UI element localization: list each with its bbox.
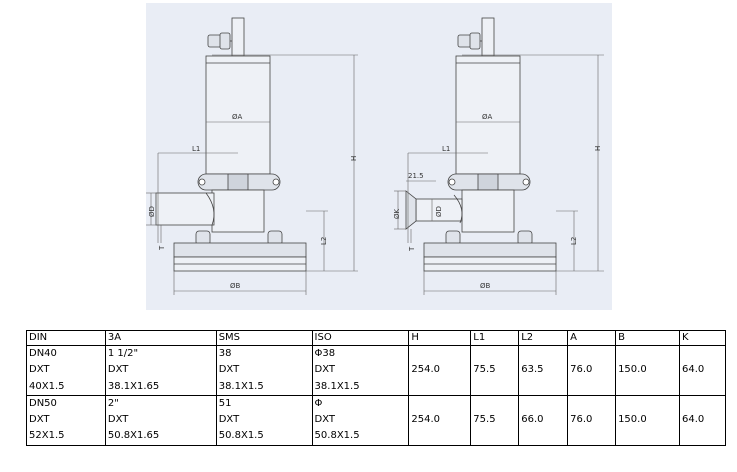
table-row: DN50 DXT 52X1.5 2" DXT 50.8X1.65 51 DXT … [26, 394, 727, 446]
cell-b: 150.0 [615, 394, 680, 446]
cell-l1: 75.5 [470, 394, 520, 446]
left-dim-h: H [350, 156, 358, 161]
right-dim-k: ØK [393, 208, 401, 219]
col-header: 3A [104, 330, 217, 346]
left-dim-l1: L1 [192, 145, 200, 153]
cell-b: 150.0 [615, 345, 680, 396]
cell-sms: 38 DXT 38.1X1.5 [215, 345, 313, 396]
cell-din: DN50 DXT 52X1.5 [26, 394, 106, 446]
right-dim-a: ØA [482, 113, 493, 121]
cell-3a: 2" DXT 50.8X1.65 [104, 394, 217, 446]
cell-l1: 75.5 [470, 345, 520, 396]
spec-table: DIN 3A SMS ISO H L1 L2 A B K DN40 DXT 40… [26, 330, 727, 446]
cell-l2: 63.5 [518, 345, 569, 396]
right-dim-l2: L2 [570, 237, 578, 245]
col-header: K [678, 330, 727, 346]
right-dim-d: ØD [435, 206, 443, 217]
left-valve-view: ØA ØB L1 H L2 ØD T [146, 17, 358, 295]
cell-h: 254.0 [408, 394, 472, 446]
right-dim-b: ØB [480, 282, 491, 290]
col-header: ISO [311, 330, 410, 346]
cell-k: 64.0 [678, 394, 727, 446]
col-header: A [567, 330, 617, 346]
cell-din: DN40 DXT 40X1.5 [26, 345, 106, 396]
right-dim-h: H [594, 146, 602, 151]
cell-iso: Φ38 DXT 38.1X1.5 [311, 345, 410, 396]
cell-3a: 1 1/2" DXT 38.1X1.65 [104, 345, 217, 396]
table-header-row: DIN 3A SMS ISO H L1 L2 A B K [26, 330, 727, 346]
left-dim-a: ØA [232, 113, 243, 121]
cell-h: 254.0 [408, 345, 472, 396]
right-dim-21-5: 21.5 [408, 172, 424, 180]
col-header: L2 [518, 330, 569, 346]
cell-sms: 51 DXT 50.8X1.5 [215, 394, 313, 446]
col-header: B [615, 330, 680, 346]
left-dim-d: ØD [148, 206, 156, 217]
col-header: H [408, 330, 472, 346]
cell-a: 76.0 [567, 345, 617, 396]
left-dim-b: ØB [230, 282, 241, 290]
right-valve-view: ØA ØB L1 21.5 H L2 ØK ØD T [393, 17, 604, 295]
col-header: L1 [470, 330, 520, 346]
left-dim-l2: L2 [320, 237, 328, 245]
col-header: DIN [26, 330, 106, 346]
right-dim-l1: L1 [442, 145, 450, 153]
cell-l2: 66.0 [518, 394, 569, 446]
right-dim-t: T [408, 246, 416, 252]
cell-iso: Φ DXT 50.8X1.5 [311, 394, 410, 446]
cell-k: 64.0 [678, 345, 727, 396]
technical-drawing: ØA ØB L1 H L2 ØD T [146, 3, 612, 310]
col-header: SMS [215, 330, 313, 346]
table-row: DN40 DXT 40X1.5 1 1/2" DXT 38.1X1.65 38 … [26, 345, 727, 396]
left-dim-t: T [158, 245, 166, 251]
cell-a: 76.0 [567, 394, 617, 446]
